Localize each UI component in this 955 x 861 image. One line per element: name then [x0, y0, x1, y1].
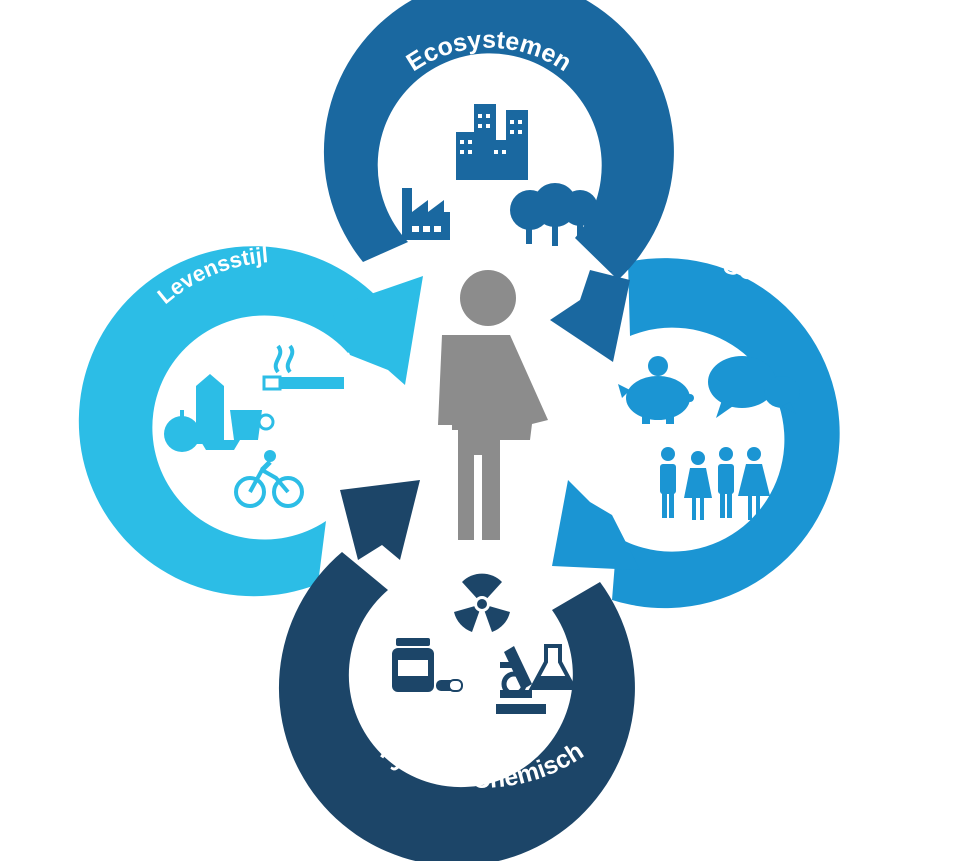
- microscope-icon: [496, 646, 546, 714]
- medicine-icon: [392, 638, 463, 692]
- person-icon: [438, 270, 548, 540]
- ring-ecosystemen: [323, 0, 674, 362]
- arrow-fysiek-chemisch: [340, 480, 420, 560]
- piggy-bank-icon: [618, 356, 694, 424]
- flask-icon: [528, 644, 578, 690]
- cigarette-icon: [262, 344, 344, 391]
- ring-fysiek-chemisch-arc: [278, 552, 635, 861]
- people-group-icon: [660, 447, 770, 520]
- ring-sociaal-arc: [612, 258, 840, 609]
- cyclist-icon: [234, 450, 304, 508]
- trees-icon: [510, 183, 598, 246]
- ring-ecosystemen-arc: [323, 0, 674, 280]
- arrow-levensstijl: [330, 276, 423, 385]
- arrow-ecosystemen: [550, 270, 630, 362]
- radiation-icon: [454, 573, 510, 632]
- ring-fysiek-chemisch: [278, 480, 635, 861]
- ring-levensstijl: [78, 246, 423, 597]
- ring-levensstijl-arc: [78, 246, 398, 597]
- ring-sociaal: [552, 258, 840, 609]
- factory-icon: [402, 188, 450, 240]
- speech-bubbles-icon: [708, 356, 800, 418]
- arrow-sociaal: [552, 480, 640, 570]
- food-icon: [164, 374, 275, 452]
- buildings-icon: [456, 104, 528, 180]
